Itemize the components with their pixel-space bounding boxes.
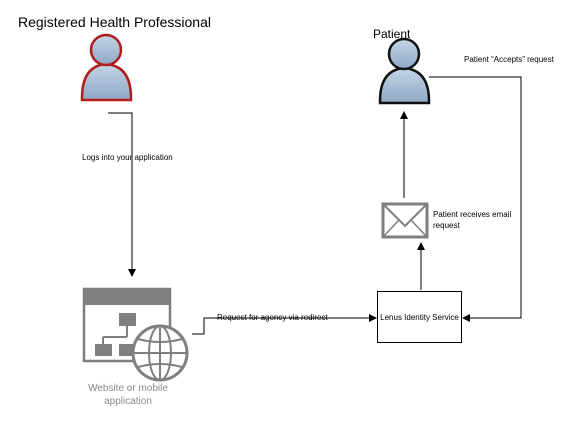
person-icon [378,37,431,105]
lenus-identity-service-label: Lenus Identity Service [380,312,459,322]
envelope-icon [381,202,429,239]
connector-logs-in [108,112,136,277]
connector-agency-request [192,314,377,335]
logs-in-label: Logs into your application [82,153,173,162]
patient-label: Patient [373,27,411,41]
connector-accepts-request [429,76,522,322]
email-received-label: Patient receives email request [433,210,512,230]
agency-request-label: Request for agency via redirect [217,313,328,322]
person-icon [80,33,133,102]
website-caption: Website or mobile application [88,383,168,407]
accepts-request-label: Patient “Accepts” request [464,55,554,64]
health-professional-label: Registered Health Professional [18,14,211,30]
globe-icon [131,324,189,382]
lenus-identity-service-box: Lenus Identity Service [377,291,462,343]
